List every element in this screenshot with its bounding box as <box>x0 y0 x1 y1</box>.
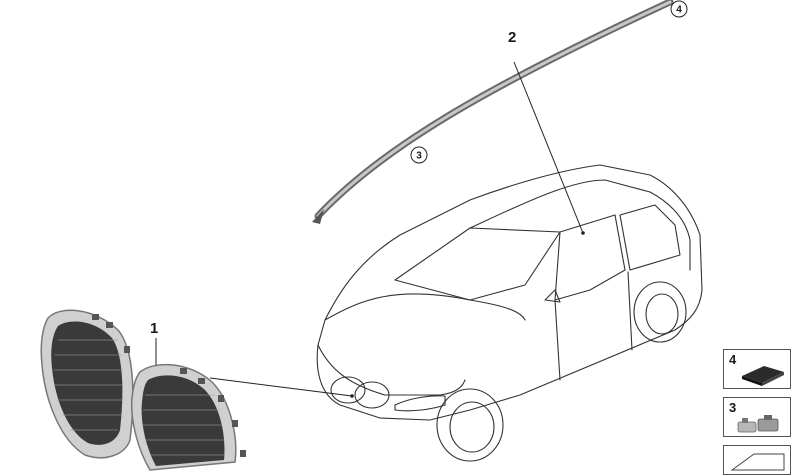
legend-number: 4 <box>729 352 737 367</box>
arrow-tag-icon <box>730 453 785 471</box>
kidney-grille <box>40 309 246 471</box>
callout-grille: 1 <box>150 320 158 337</box>
circled-callout-clip: 3 <box>410 146 428 164</box>
svg-text:4: 4 <box>676 5 682 16</box>
legend-item-pad: 4 <box>723 349 791 389</box>
legend-item-clip: 3 <box>723 397 791 437</box>
roof-trim-strip <box>312 0 674 224</box>
legend-number: 3 <box>729 400 737 415</box>
adhesive-pad-icon <box>742 366 784 386</box>
circled-callout-pad: 4 <box>670 0 688 18</box>
callout-trim-strip: 2 <box>508 29 516 46</box>
legend-item-tag <box>723 445 791 475</box>
car-outline <box>316 164 703 462</box>
leader-lines <box>155 61 585 398</box>
svg-text:3: 3 <box>416 151 422 162</box>
clip-icon <box>737 415 779 433</box>
